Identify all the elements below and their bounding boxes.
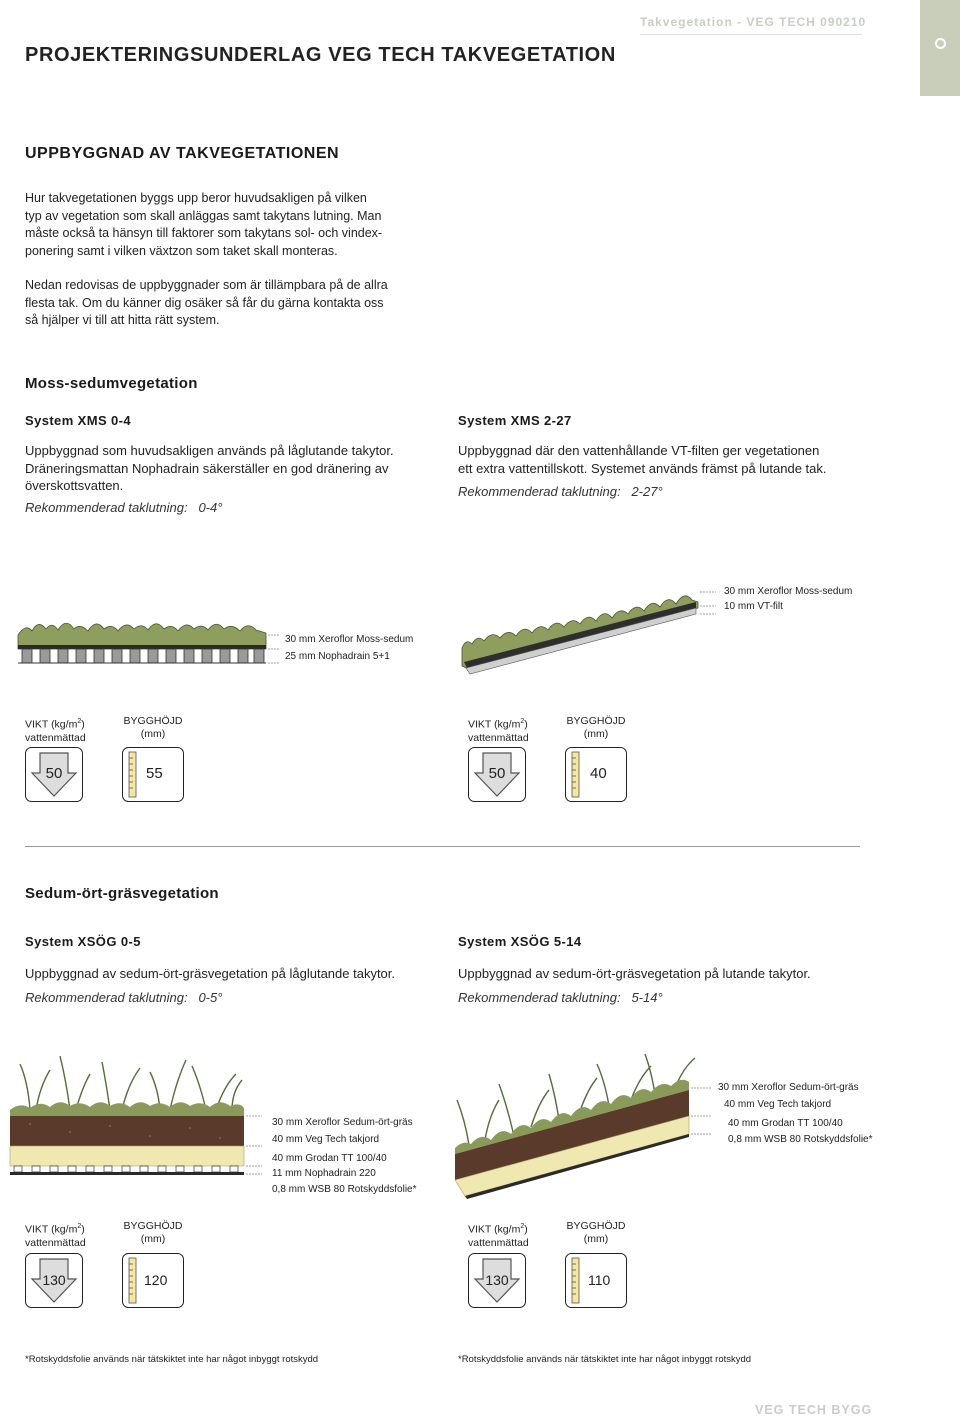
- ruler-icon: [571, 751, 580, 798]
- layer-label: 30 mm Xeroflor Sedum-ört-gräs: [718, 1082, 859, 1093]
- weight-label: VIKT (kg/m2)vattenmättad: [468, 1223, 529, 1249]
- system-title: System XMS 0-4: [25, 413, 132, 428]
- footnote: *Rotskyddsfolie används när tätskiktet i…: [25, 1354, 319, 1365]
- down-arrow-icon: [30, 752, 78, 797]
- recommended-slope: Rekommenderad taklutning: 5-14°: [458, 990, 663, 1005]
- weight-box: [25, 747, 83, 802]
- document-reference: Takvegetation - VEG TECH 090210: [640, 15, 867, 29]
- ruler-icon: [128, 1257, 137, 1304]
- system-description: Uppbyggnad som huvudsakligen används på …: [25, 443, 394, 493]
- height-value: 110: [588, 1272, 611, 1288]
- height-label: BYGGHÖJD(mm): [566, 715, 626, 740]
- weight-box: [468, 1253, 526, 1308]
- system-title: System XMS 2-27: [458, 413, 572, 428]
- layer-label: 40 mm Grodan TT 100/40: [272, 1153, 387, 1164]
- sedum-section-title: Sedum-ört-gräsvegetation: [25, 885, 219, 902]
- ruler-icon: [571, 1257, 580, 1304]
- layer-label: 40 mm Grodan TT 100/40: [728, 1118, 843, 1129]
- height-box: [122, 747, 184, 802]
- xms-0-4-illustration: [17, 622, 280, 664]
- height-box: [122, 1253, 184, 1308]
- recommended-slope: Rekommenderad taklutning: 0-5°: [25, 990, 223, 1005]
- xms-2-27-illustration: [461, 591, 716, 675]
- height-label: BYGGHÖJD(mm): [123, 715, 183, 740]
- layer-label: 0,8 mm WSB 80 Rotskyddsfolie*: [728, 1134, 873, 1145]
- layer-label: 40 mm Veg Tech takjord: [724, 1099, 832, 1110]
- height-label: BYGGHÖJD(mm): [123, 1220, 183, 1245]
- intro-paragraph-1: Hur takvegetationen byggs upp beror huvu…: [25, 191, 383, 258]
- system-description: Uppbyggnad av sedum-ört-gräsvegetation p…: [25, 966, 396, 981]
- weight-box: [468, 747, 526, 802]
- weight-value: 50: [45, 765, 63, 782]
- system-title: System XSÖG 0-5: [25, 934, 141, 949]
- height-box: [565, 1253, 627, 1308]
- recommended-slope: Rekommenderad taklutning: 2-27°: [458, 484, 663, 499]
- down-arrow-icon: [473, 752, 521, 797]
- down-arrow-icon: [30, 1258, 78, 1303]
- footer-brand: VEG TECH BYGG: [755, 1403, 873, 1417]
- layer-label: 10 mm VT-filt: [724, 601, 783, 612]
- xsog-0-5-illustration: [9, 1055, 262, 1175]
- xsog-5-14-illustration: [454, 1053, 711, 1199]
- system-title: System XSÖG 5-14: [458, 934, 582, 949]
- page-title: PROJEKTERINGSUNDERLAG VEG TECH TAKVEGETA…: [25, 44, 616, 66]
- weight-box: [25, 1253, 83, 1308]
- layer-label: 30 mm Xeroflor Moss-sedum: [724, 586, 853, 597]
- height-value: 40: [590, 765, 607, 782]
- system-description: Uppbyggnad av sedum-ört-gräsvegetation p…: [458, 966, 811, 981]
- weight-value: 130: [485, 1272, 509, 1288]
- ruler-icon: [128, 751, 137, 798]
- circle-icon: [935, 38, 946, 49]
- layer-label: 40 mm Veg Tech takjord: [272, 1134, 380, 1145]
- height-label: BYGGHÖJD(mm): [566, 1220, 626, 1245]
- height-value: 55: [146, 765, 163, 782]
- weight-label: VIKT (kg/m2)vattenmättad: [25, 718, 86, 744]
- weight-label: VIKT (kg/m2)vattenmättad: [468, 718, 529, 744]
- layer-label: 11 mm Nophadrain 220: [272, 1168, 376, 1179]
- layer-label: 25 mm Nophadrain 5+1: [285, 651, 390, 662]
- layer-label: 30 mm Xeroflor Moss-sedum: [285, 634, 414, 645]
- down-arrow-icon: [473, 1258, 521, 1303]
- section-divider: [25, 846, 860, 847]
- height-value: 120: [144, 1272, 168, 1288]
- moss-section-title: Moss-sedumvegetation: [25, 375, 198, 392]
- weight-value: 130: [42, 1272, 66, 1288]
- intro-paragraph-2: Nedan redovisas de uppbyggnader som är t…: [25, 278, 388, 327]
- layer-label: 30 mm Xeroflor Sedum-ört-gräs: [272, 1117, 413, 1128]
- header-rule: [640, 34, 862, 35]
- side-tab: [920, 0, 960, 96]
- weight-value: 50: [488, 765, 506, 782]
- footnote: *Rotskyddsfolie används när tätskiktet i…: [458, 1354, 752, 1365]
- section-title: UPPBYGGNAD AV TAKVEGETATIONEN: [25, 145, 340, 162]
- layer-label: 0,8 mm WSB 80 Rotskyddsfolie*: [272, 1184, 417, 1195]
- recommended-slope: Rekommenderad taklutning: 0-4°: [25, 500, 223, 515]
- height-box: [565, 747, 627, 802]
- weight-label: VIKT (kg/m2)vattenmättad: [25, 1223, 86, 1249]
- system-description: Uppbyggnad där den vattenhållande VT-fil…: [458, 443, 827, 476]
